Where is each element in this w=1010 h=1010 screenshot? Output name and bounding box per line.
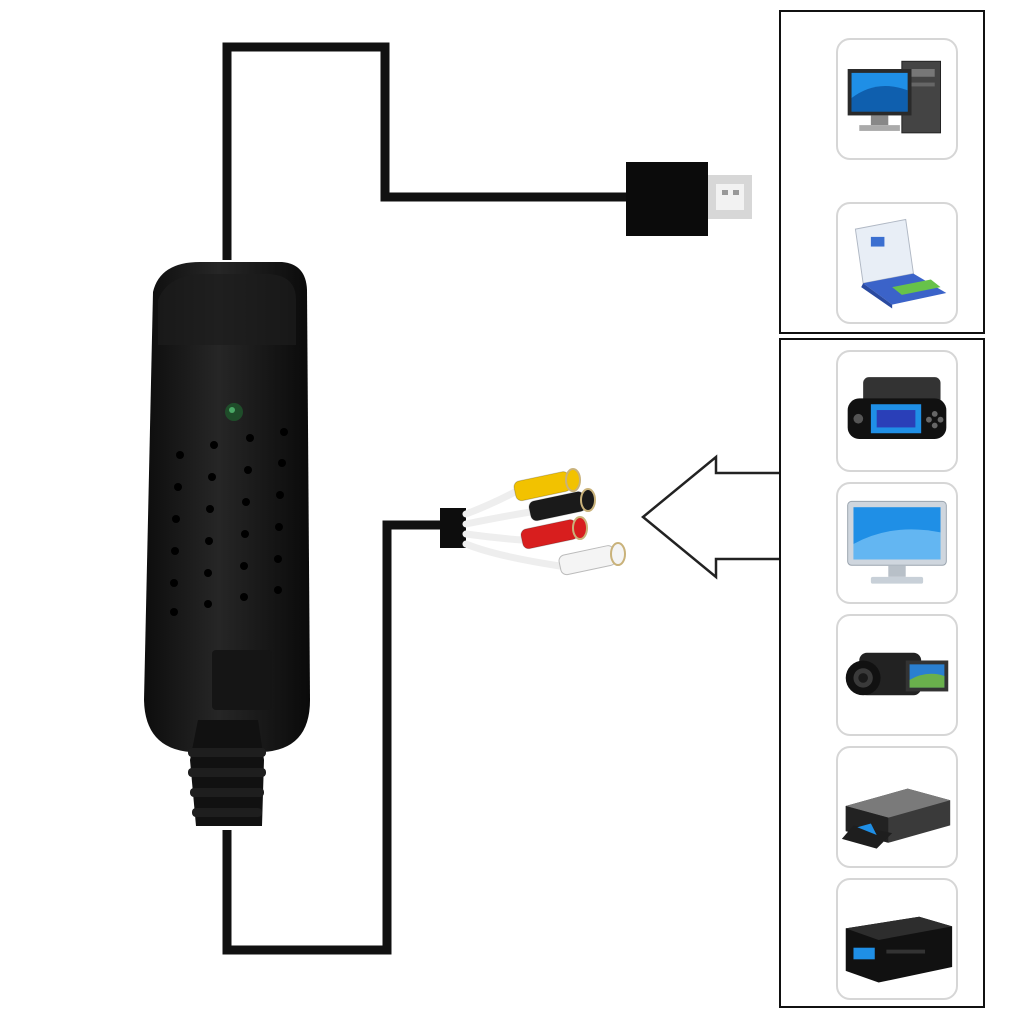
rca-connector-black [528,488,596,522]
usb-plug [626,162,752,236]
dvd-player-icon [841,788,951,849]
source-device-tile [836,350,958,472]
host-devices-panel [779,10,985,334]
av-cable [222,520,448,955]
handheld-game-console-icon [847,377,947,440]
tv-monitor-icon [847,500,947,584]
host-device-tile [836,38,958,160]
ventilation-holes [170,428,288,616]
source-device-tile [836,614,958,736]
source-device-tile [836,878,958,1000]
splitter-block [440,508,466,548]
usb-cable [222,42,628,260]
rca-connectors [513,468,626,576]
rca-connector-white [558,542,626,576]
source-device-tile [836,746,958,868]
rca-connector-yellow [513,468,581,502]
source-device-tile [836,482,958,604]
input-arrow [641,454,782,580]
usb-video-capture-adapter [144,262,310,752]
desktop-computer-icon [847,60,942,134]
rca-connector-red [520,516,588,550]
strain-relief [188,720,266,826]
laptop-icon [854,218,947,309]
camcorder-icon [845,652,949,696]
dvr-box-icon [845,916,953,983]
host-device-tile [836,202,958,324]
source-devices-panel [779,338,985,1008]
